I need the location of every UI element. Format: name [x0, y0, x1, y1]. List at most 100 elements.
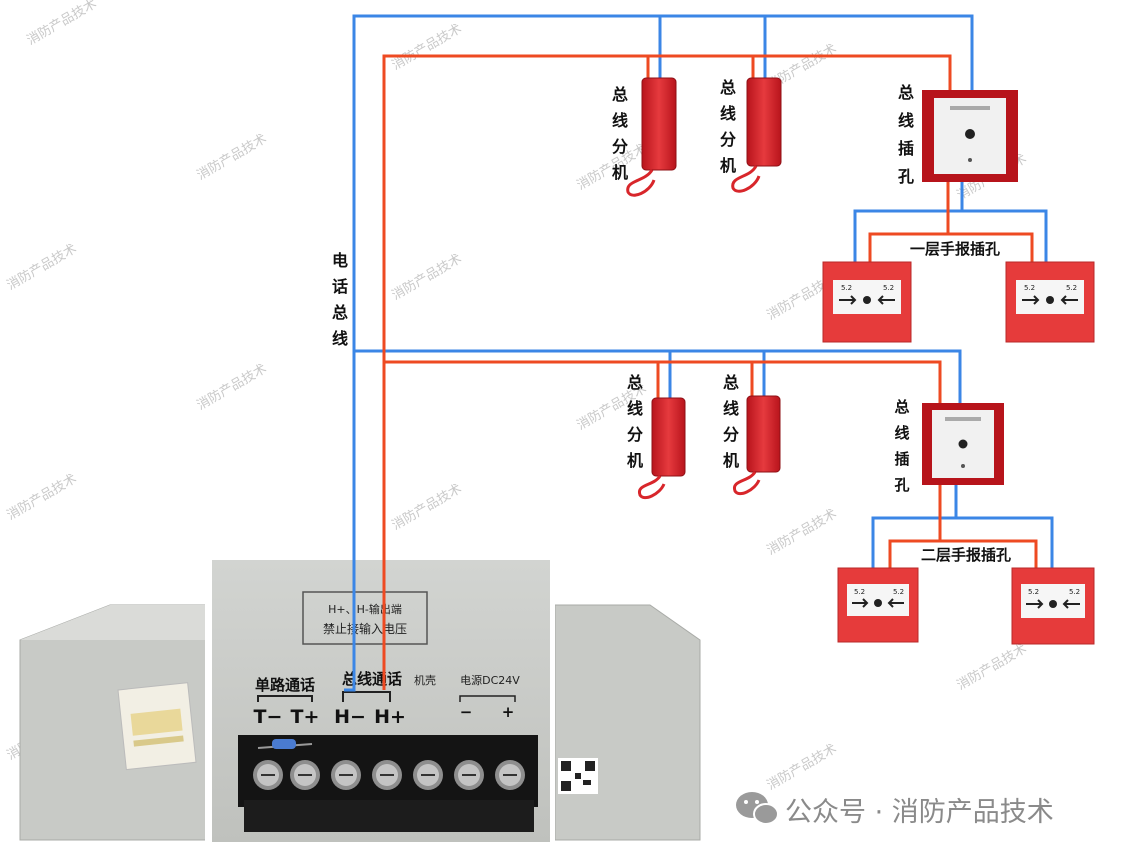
mcp-code: 5.2 [1028, 588, 1039, 596]
mcp-code: 5.2 [854, 588, 865, 596]
jack-label-char: 孔 [898, 167, 914, 186]
extension-label-char: 总 [723, 373, 739, 392]
bus-label-char: 话 [332, 277, 348, 296]
arrow-left-icon [1062, 599, 1080, 609]
watermark-text: 消防产品技术 [389, 481, 465, 534]
upper-jack-negative-left [853, 182, 964, 265]
screw-terminal [372, 760, 402, 790]
bus-extension-phone: 总 线 分 机 [627, 373, 686, 500]
mcp-code: 5.2 [1024, 284, 1035, 292]
mcp-code: 5.2 [1066, 284, 1077, 292]
footer-credit: 公众号 · 消防产品技术 [736, 792, 1054, 828]
extension-label-char: 分 [723, 425, 739, 444]
upper-jack-positive-right [948, 232, 1034, 265]
single-line-bracket [257, 695, 313, 702]
phone-cord [626, 169, 656, 197]
watermark-text: 消防产品技术 [194, 131, 270, 184]
watermark-text: 消防产品技术 [24, 0, 100, 48]
phone-cord [731, 165, 761, 193]
screw-terminal [290, 760, 320, 790]
phone-handset [746, 395, 781, 473]
jack-label-char: 总 [898, 83, 914, 102]
bus-label-char: 总 [332, 303, 348, 322]
upper-manual-call-label: 一层手报插孔 [910, 240, 1000, 258]
lower-jack-positive-right [940, 539, 1038, 570]
power-minus-label: − [460, 703, 473, 721]
watermark-text: 消防产品技术 [4, 471, 80, 524]
jack-nameplate [950, 106, 990, 110]
mcp-button [874, 599, 882, 607]
t-minus-label: T− [254, 706, 283, 728]
mcp-button [863, 296, 871, 304]
bus-positive-lower-branch [384, 360, 942, 404]
h-plus-label: H+ [374, 706, 406, 728]
extension-label-char: 线 [723, 399, 739, 418]
lower-jack-negative-left [871, 485, 958, 570]
wiring [344, 14, 1054, 692]
screw-terminal [495, 760, 525, 790]
bus-negative-wire-main [344, 14, 974, 692]
watermark-text: 消防产品技术 [954, 641, 1030, 694]
wechat-icon [736, 792, 779, 825]
arrow-left-icon [1060, 295, 1078, 305]
screw-terminal [454, 760, 484, 790]
extension-label-char: 总 [627, 373, 643, 392]
watermark-text: 消防产品技术 [764, 506, 840, 559]
extension-label-char: 总 [612, 85, 628, 104]
extension-label-char: 分 [612, 137, 628, 156]
jack-label-char: 孔 [894, 476, 909, 494]
screw-terminal [253, 760, 283, 790]
manual-call-point: 5.2 5.2 [1011, 567, 1095, 645]
terminal-cabinet: H+、H-输出端 禁止接输入电压 单路通话 总线通话 机壳 电源DC24V T−… [19, 555, 701, 845]
jack-label-char: 插 [898, 139, 914, 158]
chassis-label: 机壳 [414, 673, 436, 687]
bus-extension-phone: 总 线 分 机 [723, 373, 781, 496]
mcp-button [1049, 600, 1057, 608]
bus-negative-lower-branch [354, 349, 962, 404]
end-resistor [257, 739, 313, 749]
manual-call-point: 5.2 5.2 [837, 567, 919, 643]
mcp-code: 5.2 [893, 588, 904, 596]
watermark-text: 消防产品技术 [764, 741, 840, 794]
terminal-block-base [244, 800, 534, 832]
power-plus-label: + [502, 703, 515, 721]
bus-call-label: 总线通话 [342, 670, 402, 688]
watermark-text: 消防产品技术 [4, 241, 80, 294]
manual-call-point: 5.2 5.2 [1005, 261, 1095, 343]
bus-jack: 总 线 插 孔 [898, 83, 1018, 186]
bus-extension-phone: 总 线 分 机 [720, 77, 782, 193]
extension-label-char: 总 [720, 78, 736, 97]
lower-manual-call-label: 二层手报插孔 [921, 546, 1011, 564]
bus-extension-phone: 总 线 分 机 [612, 77, 677, 197]
extension-label-char: 线 [720, 104, 736, 123]
jack-nameplate [945, 417, 981, 421]
arrow-right-icon [1026, 599, 1044, 609]
bus-label-char: 线 [332, 329, 348, 348]
extension-label-char: 机 [723, 451, 739, 470]
jack-socket [958, 439, 968, 449]
phone-handset [641, 77, 677, 171]
jack-label-char: 插 [894, 450, 909, 468]
phone-handset [651, 397, 686, 477]
extension-label-char: 机 [720, 156, 736, 175]
mcp-code: 5.2 [883, 284, 894, 292]
footer-credit-text: 公众号 · 消防产品技术 [785, 797, 1054, 828]
extension-label-char: 线 [612, 111, 628, 130]
watermark-text: 消防产品技术 [194, 361, 270, 414]
jack-indicator [961, 464, 965, 468]
jack-indicator [968, 158, 972, 162]
power-bracket [459, 695, 516, 702]
warning-line2: 禁止接输入电压 [323, 621, 407, 636]
cabinet-top [20, 605, 210, 640]
arrow-right-icon [852, 598, 869, 608]
arrow-right-icon [839, 295, 857, 305]
extension-label-char: 机 [612, 163, 628, 182]
screw-terminal [413, 760, 443, 790]
jack-label-char: 线 [898, 111, 914, 130]
h-minus-label: H− [334, 706, 366, 728]
upper-jack-negative-right [962, 209, 1048, 265]
arrow-left-icon [877, 295, 895, 305]
screw-terminal [331, 760, 361, 790]
phone-cord [637, 475, 666, 500]
